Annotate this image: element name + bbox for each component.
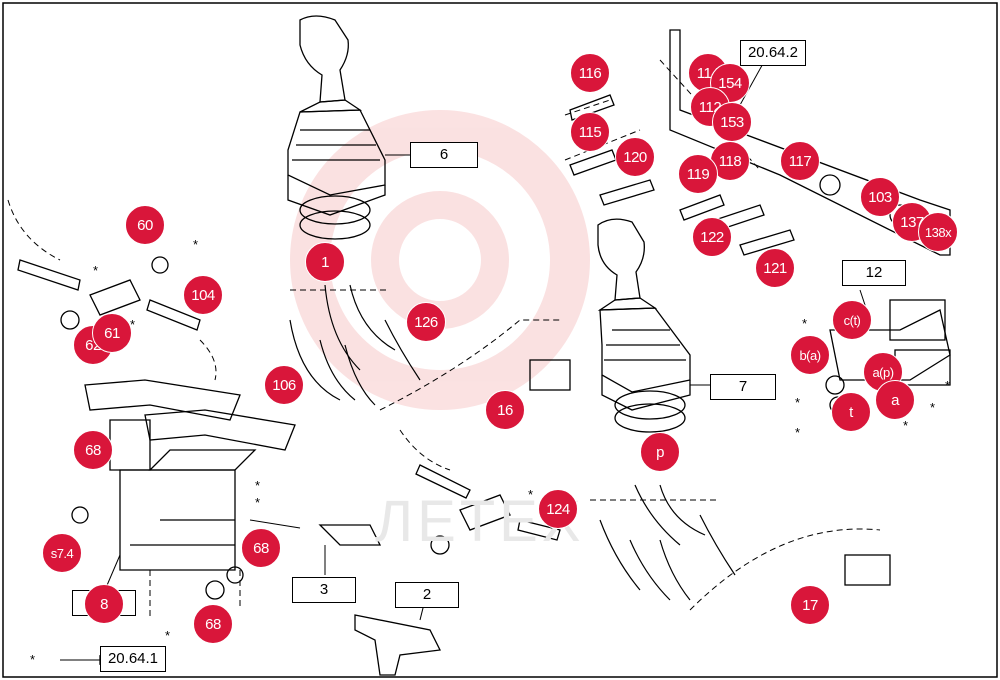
ref-20-64-1: 20.64.1 (100, 646, 166, 672)
callout-119[interactable]: 119 (678, 154, 718, 194)
callout-1[interactable]: 1 (305, 242, 345, 282)
callout-68[interactable]: 68 (193, 604, 233, 644)
callout-121[interactable]: 121 (755, 248, 795, 288)
ref-6: 6 (410, 142, 478, 168)
callout-c-t-[interactable]: c(t) (832, 300, 872, 340)
ref-3: 3 (292, 577, 356, 603)
callout-68[interactable]: 68 (73, 430, 113, 470)
callout-68[interactable]: 68 (241, 528, 281, 568)
callout-s7-4[interactable]: s7.4 (42, 533, 82, 573)
note-star: * (930, 400, 936, 415)
callout-103[interactable]: 103 (860, 177, 900, 217)
note-star: * (945, 378, 951, 393)
note-star: * (802, 316, 808, 331)
callout-138x[interactable]: 138x (918, 212, 958, 252)
note-star: * (795, 425, 801, 440)
callout-116[interactable]: 116 (570, 53, 610, 93)
callout-120[interactable]: 120 (615, 137, 655, 177)
clamp-17 (844, 554, 891, 586)
callout-106[interactable]: 106 (264, 365, 304, 405)
note-star: * (255, 495, 261, 510)
joystick-left (287, 15, 386, 240)
pedal-assembly (84, 379, 296, 571)
note-star: * (795, 395, 801, 410)
note-star: * (165, 628, 171, 643)
callout-122[interactable]: 122 (692, 217, 732, 257)
callout-153[interactable]: 153 (712, 102, 752, 142)
callout-60[interactable]: 60 (125, 205, 165, 245)
fittings (60, 256, 511, 600)
callout-p[interactable]: p (640, 432, 680, 472)
ref-2: 2 (395, 582, 459, 608)
note-star: * (903, 418, 909, 433)
note-star: * (30, 652, 36, 667)
callout-8[interactable]: 8 (84, 584, 124, 624)
callout-b-a-[interactable]: b(a) (790, 335, 830, 375)
callout-61[interactable]: 61 (92, 313, 132, 353)
note-star: * (93, 263, 99, 278)
gear-watermark (290, 110, 590, 410)
hose-lines (289, 284, 736, 601)
note-star: * (528, 487, 534, 502)
bracket-3 (318, 524, 382, 546)
callout-t[interactable]: t (831, 392, 871, 432)
note-star: * (130, 317, 136, 332)
ref-20-64-2: 20.64.2 (740, 40, 806, 66)
bracket-2 (354, 614, 441, 676)
note-star: * (193, 237, 199, 252)
callout-16[interactable]: 16 (485, 390, 525, 430)
leader-lines (60, 59, 871, 661)
callout-17[interactable]: 17 (790, 585, 830, 625)
callout-115[interactable]: 115 (570, 112, 610, 152)
ref-7: 7 (710, 374, 776, 400)
callout-126[interactable]: 126 (406, 302, 446, 342)
joystick-right (597, 218, 691, 433)
valve-manifold (825, 299, 951, 414)
ref-12: 12 (842, 260, 906, 286)
callout-a[interactable]: a (875, 380, 915, 420)
callout-117[interactable]: 117 (780, 141, 820, 181)
callout-104[interactable]: 104 (183, 275, 223, 315)
callout-124[interactable]: 124 (538, 489, 578, 529)
note-star: * (255, 478, 261, 493)
clamp-16 (529, 359, 571, 391)
